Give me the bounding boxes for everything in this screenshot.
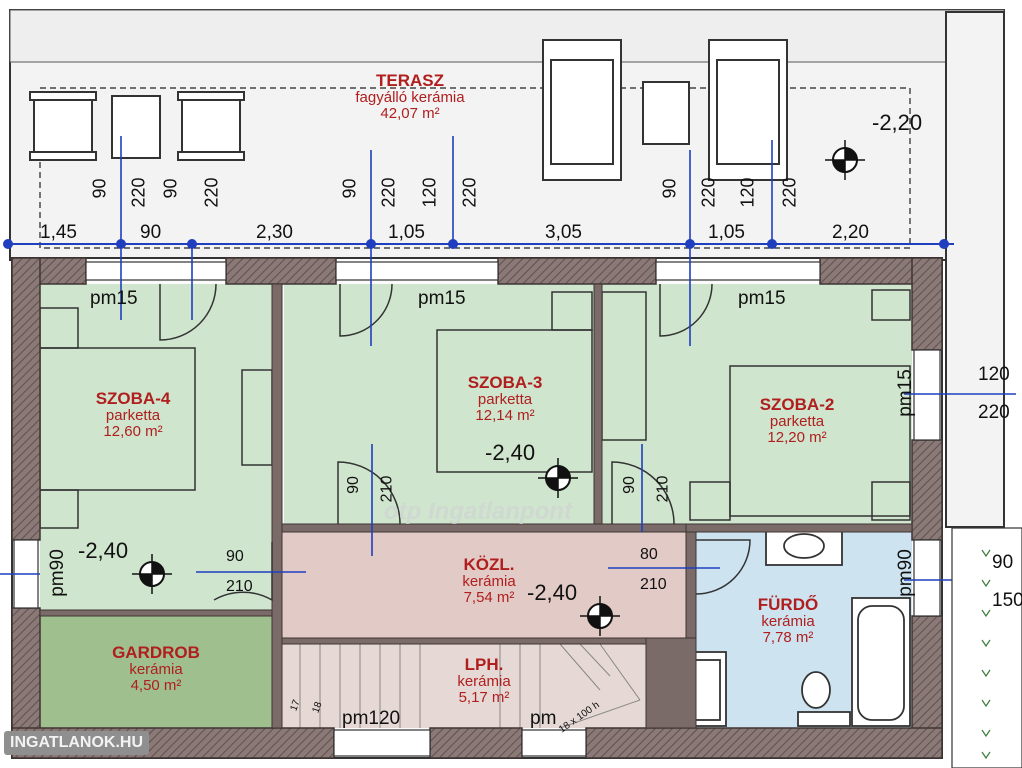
room-area: 12,60 m² <box>103 422 163 440</box>
room-name: KÖZL. <box>463 555 515 574</box>
sill-label: pm15 <box>90 288 138 309</box>
opening-height: 220 <box>779 177 800 208</box>
szoba-2-label: SZOBA-2 parketta 12,20 m² <box>732 396 862 445</box>
room-floor: kerámia <box>462 572 516 590</box>
terrace-label: TERASZ fagyálló kerámia 42,07 m² <box>320 72 500 121</box>
sill-label: pm15 <box>738 288 786 309</box>
room-szoba-3 <box>284 284 594 526</box>
sill-label: pm15 <box>418 288 466 309</box>
furdo-label: FÜRDŐ kerámia 7,78 m² <box>728 596 848 645</box>
room-szoba-2 <box>602 284 912 526</box>
opening-width: 90 <box>339 178 360 199</box>
opening-width: 120 <box>419 177 440 208</box>
room-area: 7,78 m² <box>762 628 814 646</box>
dim-label: 2,30 <box>256 222 293 243</box>
sill-label: pm15 <box>894 369 916 417</box>
room-area: 12,20 m² <box>767 428 827 446</box>
opening-height: 220 <box>459 177 480 208</box>
level-hall: -2,40 <box>527 580 578 605</box>
szoba-4-label: SZOBA-4 parketta 12,60 m² <box>68 390 198 439</box>
sill-label: pm90 <box>894 549 916 597</box>
right-window-height: 220 <box>978 402 1010 423</box>
right-window-width: 120 <box>978 364 1010 385</box>
dim-label: 1,05 <box>388 222 425 243</box>
garden-strip <box>951 527 1022 768</box>
opening-height: 220 <box>698 177 719 208</box>
room-area: 42,07 m² <box>380 104 440 122</box>
terrace-furniture <box>29 39 788 181</box>
dim-label: 90 <box>140 222 162 243</box>
room-floor: parketta <box>477 390 533 408</box>
door-width: 90 <box>226 548 244 565</box>
terrace-dashed-outline <box>39 87 911 249</box>
room-kozl <box>282 532 686 640</box>
level-markers <box>132 140 865 636</box>
dim-label: 1,05 <box>708 222 745 243</box>
room-floor: kerámia <box>129 660 183 678</box>
gardrob-label: GARDROB kerámia 4,50 m² <box>86 644 226 693</box>
room-area: 7,54 m² <box>463 588 515 606</box>
interior-walls <box>39 283 913 729</box>
door-swings <box>159 283 751 602</box>
terrace-right-extension <box>945 11 1005 528</box>
opening-height: 220 <box>128 177 149 208</box>
dim-label: 2,20 <box>832 222 869 243</box>
level-room4: -2,40 <box>78 538 129 563</box>
sill-label: pm90 <box>46 549 68 597</box>
opening-height: 220 <box>201 177 222 208</box>
room-name: SZOBA-2 <box>759 395 835 414</box>
opening-width: 90 <box>160 178 181 199</box>
site-logo: INGATLANOK.HU <box>4 731 150 755</box>
door-height: 210 <box>640 576 667 593</box>
bath-window-width: 90 <box>992 552 1014 573</box>
door-width: 80 <box>640 546 658 563</box>
room-name: FÜRDŐ <box>757 595 819 614</box>
room-floor: kerámia <box>457 672 511 690</box>
opening-width: 120 <box>737 177 758 208</box>
sill-label: pm120 <box>342 708 401 729</box>
door-width: 90 <box>344 476 362 494</box>
opening-height: 220 <box>378 177 399 208</box>
dim-label: 3,05 <box>545 222 582 243</box>
room-floor: kerámia <box>761 612 815 630</box>
room-name: SZOBA-3 <box>467 373 543 392</box>
dimension-risers <box>0 136 1016 581</box>
level-terrace: -2,20 <box>872 110 923 135</box>
door-width: 90 <box>620 476 638 494</box>
lph-label: LPH. kerámia 5,17 m² <box>424 656 544 705</box>
room-lph <box>282 644 646 728</box>
door-height: 210 <box>654 475 672 503</box>
room-name: GARDROB <box>112 643 200 662</box>
room-area: 12,14 m² <box>475 406 535 424</box>
kozl-label: KÖZL. kerámia 7,54 m² <box>424 556 554 605</box>
sill-label: pm <box>530 708 557 729</box>
stair-treads <box>299 643 641 729</box>
door-height: 210 <box>226 578 253 595</box>
dim-label: 1,45 <box>40 222 77 243</box>
room-area: 4,50 m² <box>130 676 182 694</box>
bath-window-height: 150 <box>992 590 1022 611</box>
room-floor: parketta <box>769 412 825 430</box>
room-name: TERASZ <box>376 71 444 90</box>
opening-width: 90 <box>89 178 110 199</box>
room-gardrob <box>40 614 272 728</box>
room-name: LPH. <box>464 655 504 674</box>
opening-width: 90 <box>659 178 680 199</box>
terrace-roof-edge <box>9 9 1005 63</box>
otp-watermark: otp Ingatlanpont <box>384 498 572 525</box>
dimension-ticks <box>3 239 949 249</box>
level-room3: -2,40 <box>485 440 536 465</box>
room-area: 5,17 m² <box>458 688 510 706</box>
room-floor: parketta <box>105 406 161 424</box>
room-floor: fagyálló kerámia <box>355 88 465 106</box>
szoba-3-label: SZOBA-3 parketta 12,14 m² <box>440 374 570 423</box>
room-name: SZOBA-4 <box>95 389 171 408</box>
